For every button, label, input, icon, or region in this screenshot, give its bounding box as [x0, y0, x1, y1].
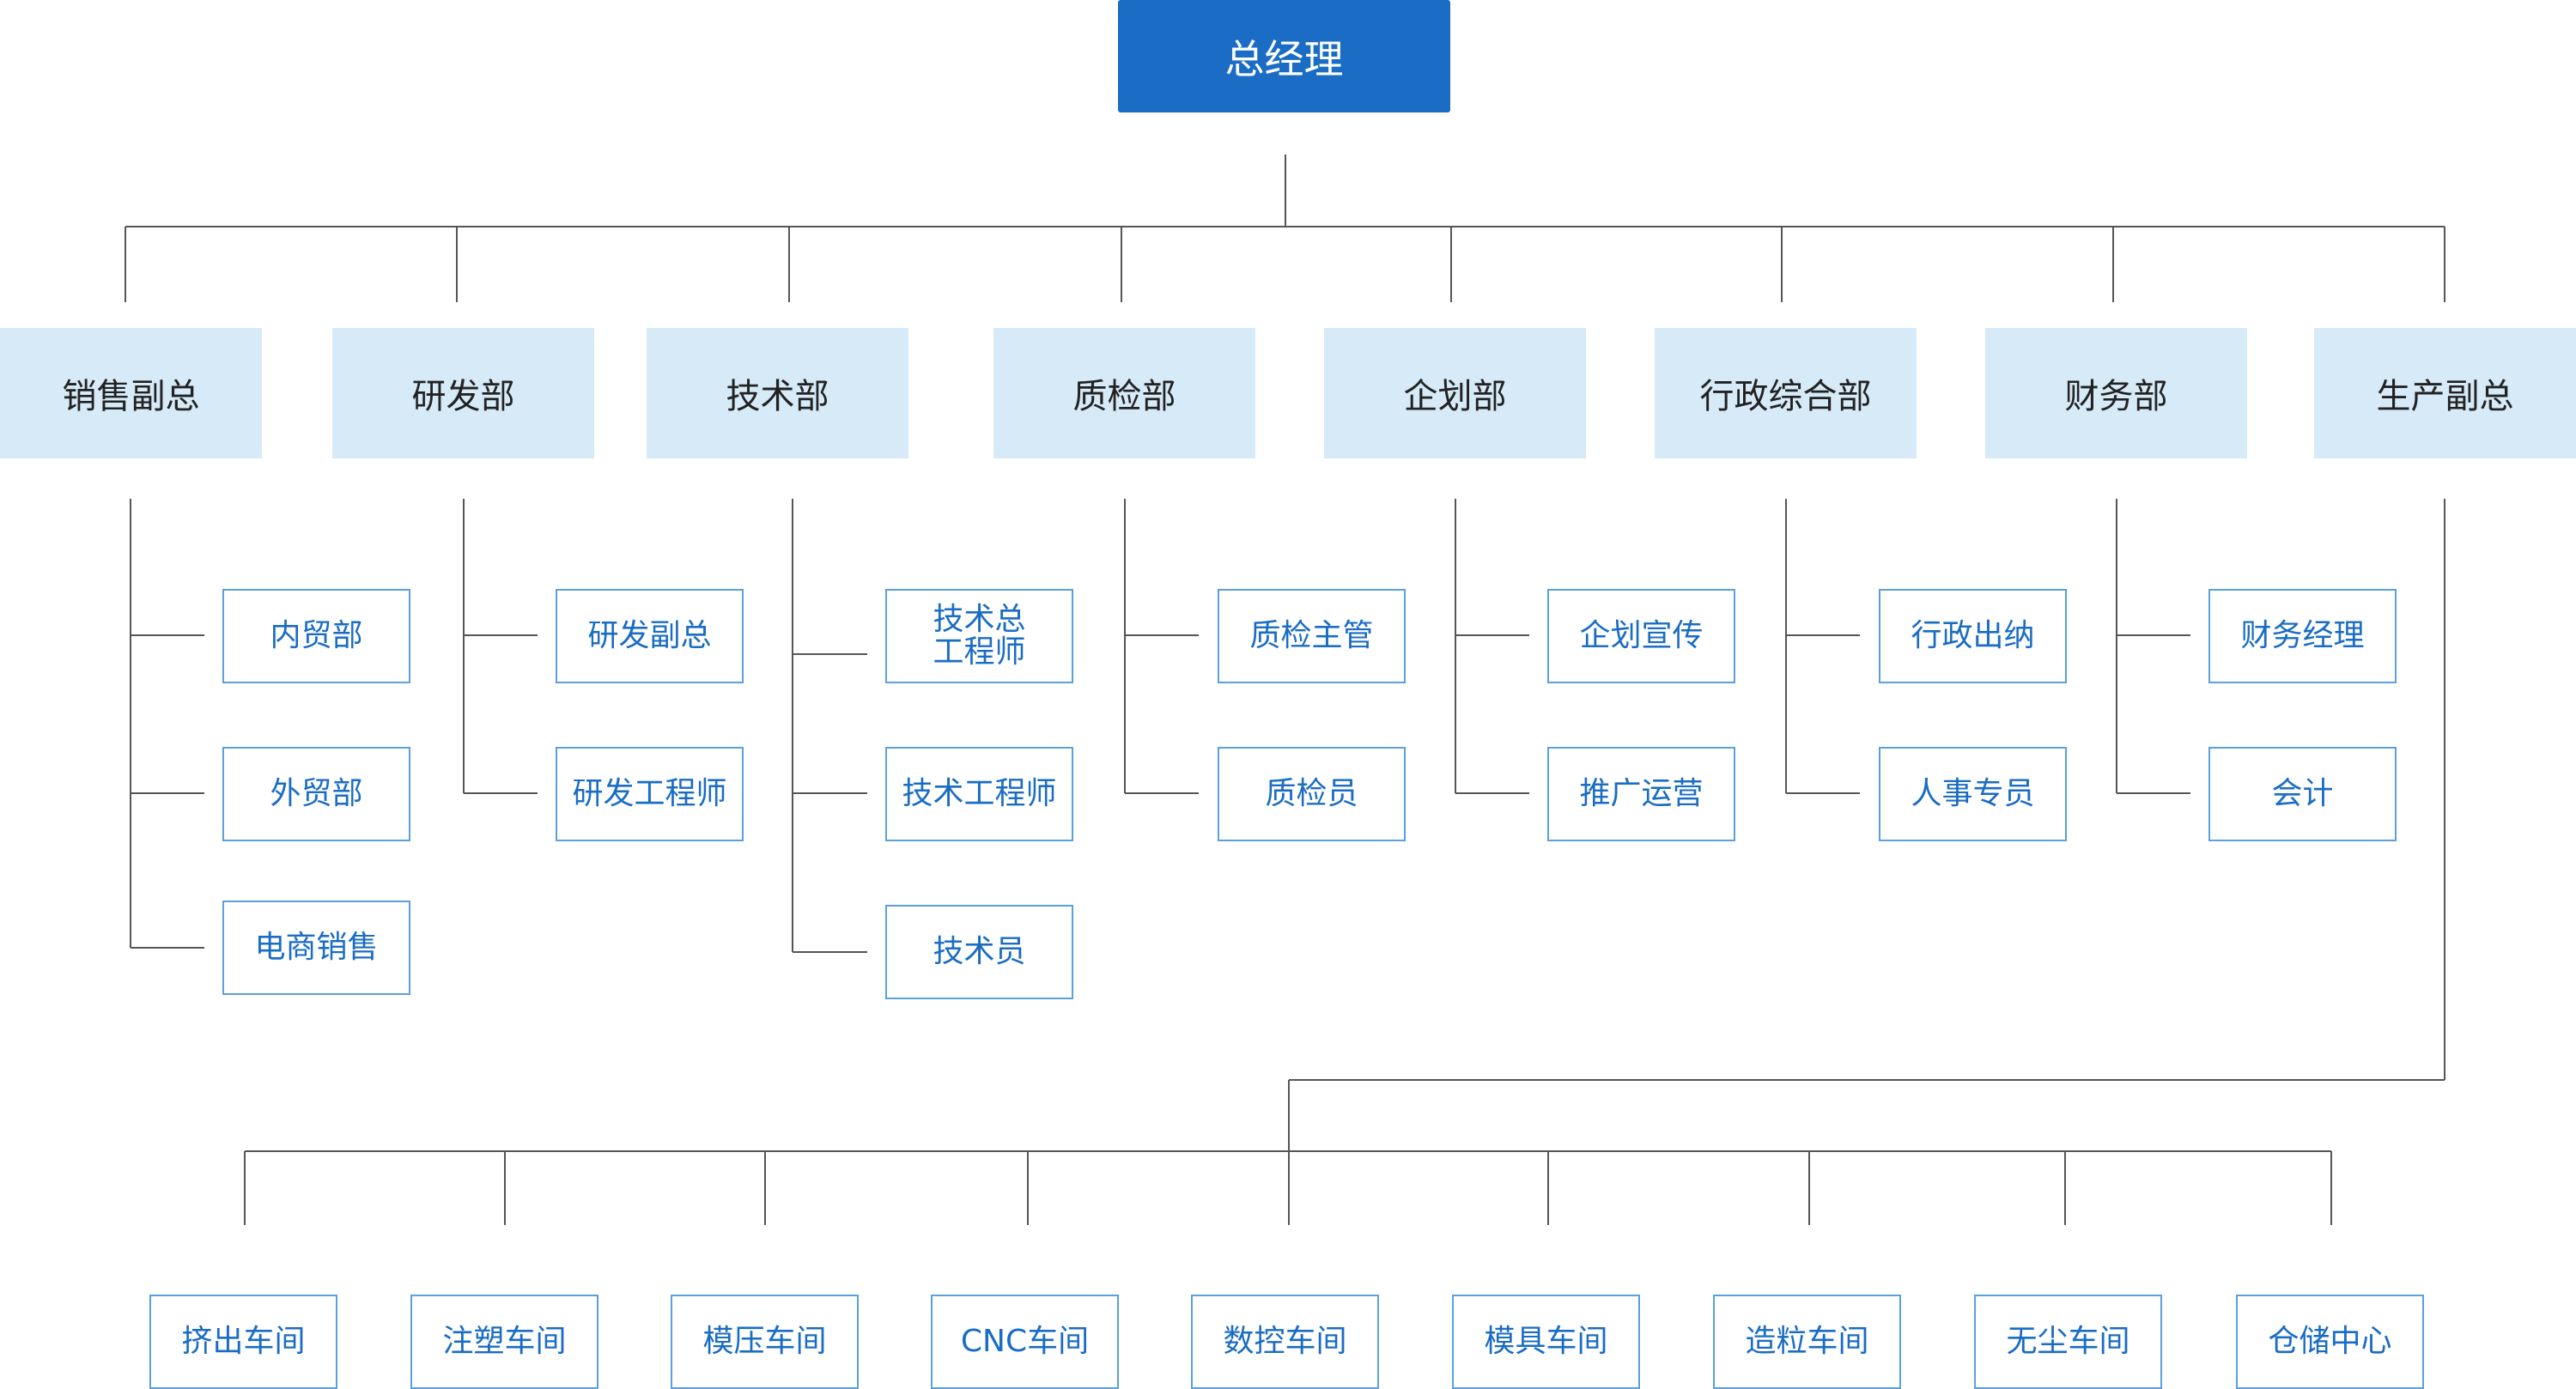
dept-rnd: 研发部 [332, 328, 594, 458]
sub-marketing-operations: 推广运营 [1547, 747, 1735, 841]
sub-domestic-trade: 内贸部 [222, 589, 410, 683]
sub-finance-manager: 财务经理 [2208, 589, 2397, 683]
sub-rnd-engineer: 研发工程师 [556, 747, 744, 841]
storage-center: 仓储中心 [2236, 1295, 2424, 1389]
dept-planning: 企划部 [1324, 328, 1586, 458]
sub-accountant: 会计 [2208, 747, 2397, 841]
sub-rnd-deputy: 研发副总 [556, 589, 744, 683]
workshop-mold: 模具车间 [1452, 1295, 1640, 1389]
sub-qc-inspector: 质检员 [1218, 747, 1406, 841]
sub-planning-promotion: 企划宣传 [1547, 589, 1735, 683]
dept-production-vp: 生产副总 [2314, 328, 2576, 458]
workshop-injection: 注塑车间 [410, 1295, 598, 1389]
general-manager-box: 总经理 [1118, 0, 1450, 112]
sub-qc-supervisor: 质检主管 [1218, 589, 1406, 683]
dept-admin: 行政综合部 [1655, 328, 1917, 458]
chief-engineer-line-2: 工程师 [933, 634, 1026, 670]
sub-hr-specialist: 人事专员 [1879, 747, 2067, 841]
sub-technician: 技术员 [885, 905, 1073, 999]
workshop-extrusion: 挤出车间 [149, 1295, 337, 1389]
sub-ecommerce-sales: 电商销售 [222, 901, 410, 995]
dept-tech: 技术部 [647, 328, 908, 458]
dept-sales-vp: 销售副总 [0, 328, 262, 458]
workshop-numerical-control: 数控车间 [1191, 1295, 1379, 1389]
workshop-granulation: 造粒车间 [1713, 1295, 1901, 1389]
sub-foreign-trade: 外贸部 [222, 747, 410, 841]
workshop-cnc: CNC车间 [931, 1295, 1119, 1389]
sub-admin-cashier: 行政出纳 [1879, 589, 2067, 683]
sub-chief-engineer: 技术总 工程师 [885, 589, 1073, 683]
sub-tech-engineer: 技术工程师 [885, 747, 1073, 841]
chief-engineer-line-1: 技术总 [933, 602, 1026, 637]
dept-qc: 质检部 [993, 328, 1255, 458]
dept-finance: 财务部 [1985, 328, 2247, 458]
workshop-cleanroom: 无尘车间 [1974, 1295, 2162, 1389]
workshop-compression: 模压车间 [671, 1295, 859, 1389]
